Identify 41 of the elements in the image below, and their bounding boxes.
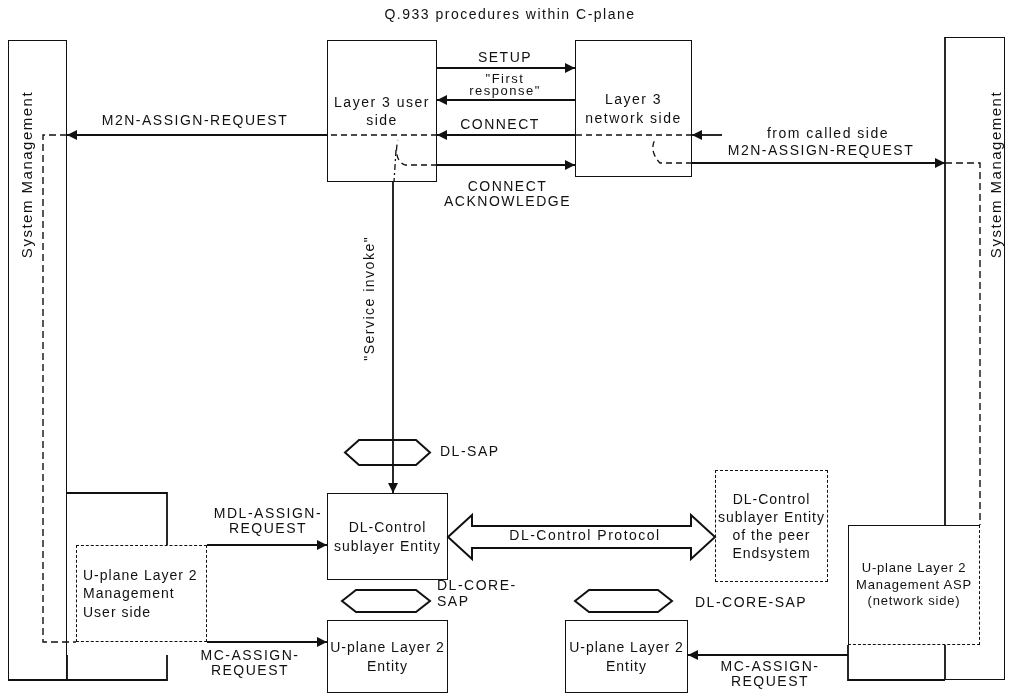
arrow — [66, 130, 328, 140]
management-column — [8, 40, 67, 680]
arrow — [436, 130, 576, 140]
edge-label: "First response" — [468, 73, 542, 97]
sap-label: DL-CORE-SAP — [695, 594, 808, 611]
arrow — [436, 160, 576, 170]
node-label: U-plane Layer 2 Management ASP — [855, 559, 973, 594]
diagram-title: Q.933 procedures within C-plane — [383, 6, 637, 22]
column-label: System Management — [986, 89, 1004, 261]
node-label: (network side) — [867, 593, 961, 611]
edge-label: MDL-ASSIGN- REQUEST — [212, 506, 324, 536]
process-box — [327, 493, 448, 580]
arrow — [436, 63, 576, 73]
node-label: DL-Control sublayer Entity of the peer Endsystem — [718, 489, 825, 563]
process-box — [327, 620, 448, 693]
arrow — [388, 181, 398, 494]
node-label: DL-Control sublayer Entity — [333, 518, 442, 555]
edge-label: DL-Control Protocol — [508, 528, 662, 543]
arrow — [206, 540, 328, 550]
node-label: U-plane Layer 2 Entity — [330, 638, 445, 675]
dashed-connector — [42, 134, 77, 643]
sap-label: DL-CORE- SAP — [437, 577, 517, 610]
process-box — [848, 525, 980, 645]
arrow — [436, 95, 576, 105]
arrow — [691, 158, 946, 168]
node-label: Layer 3 network side — [584, 90, 683, 127]
node-label: Layer 3 user side — [333, 92, 431, 130]
double-arrow — [446, 512, 717, 562]
arrow — [691, 130, 723, 140]
process-box — [76, 545, 207, 642]
node-label: U-plane Layer 2 Entity — [568, 638, 685, 675]
node-label: U-plane Layer 2 Management User side — [83, 566, 199, 621]
process-box — [575, 40, 692, 177]
arrow — [687, 650, 849, 660]
process-box — [327, 40, 437, 182]
sap-label: DL-SAP — [440, 443, 500, 460]
dashed-connector — [944, 162, 981, 526]
column-label: System Management — [17, 89, 35, 261]
process-box — [565, 620, 688, 693]
process-box — [715, 470, 828, 582]
arrow — [206, 637, 328, 647]
